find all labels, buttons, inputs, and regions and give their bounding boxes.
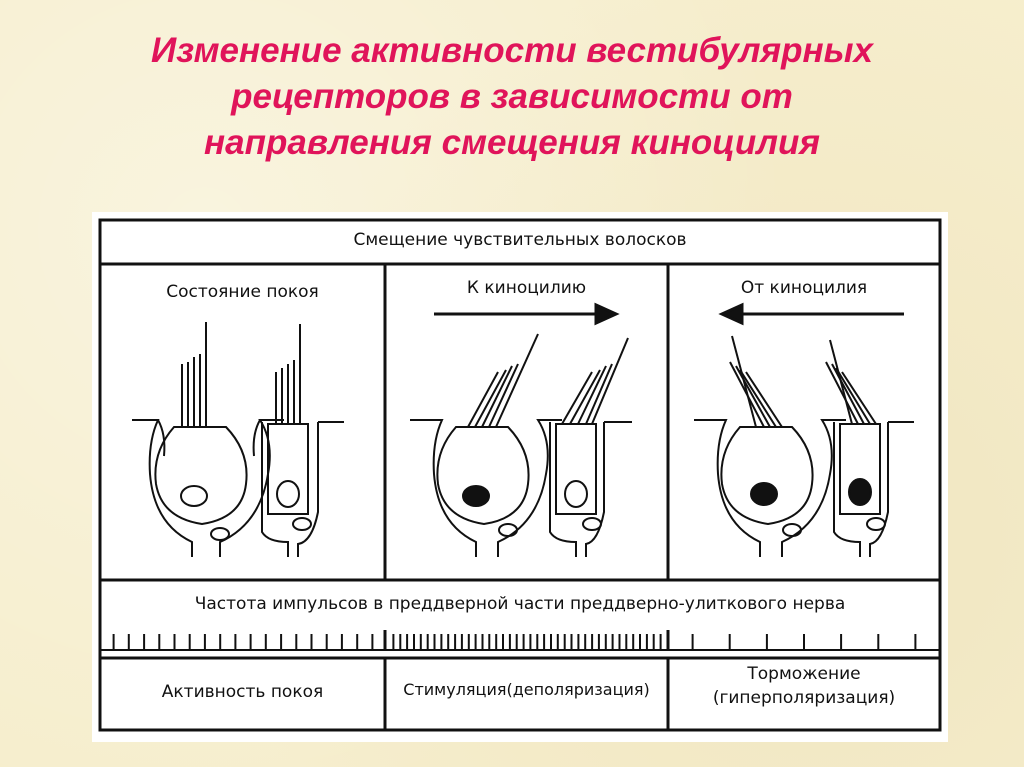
panel-label-resting: Состояние покоя [166,282,319,302]
spike-train [112,630,917,650]
arrow-right-icon [594,302,620,326]
title-line-2: рецепторов в зависимости от [231,77,793,116]
frequency-label: Частота импульсов в преддверной части пр… [194,594,846,614]
hair-cells-stimulated [410,333,632,557]
title-line-1: Изменение активности вестибулярных [151,31,873,70]
slide-title: Изменение активности вестибулярных рецеп… [60,28,964,166]
state-label-stimulation: Стимуляция(деполяризация) [403,680,650,699]
panel-label-away: От киноцилия [740,278,868,298]
state-label-inhibition-line2: (гиперполяризация) [712,688,896,708]
hair-cells-inhibited [694,335,914,557]
vestibular-receptor-diagram: Смещение чувствительных волосков Состоян… [92,212,948,742]
diagram-frame [98,218,942,732]
outer-border [98,218,942,732]
state-label-resting: Активность покоя [161,682,324,702]
state-label-inhibition-line1: Торможение [747,664,861,684]
panel-label-toward: К киноцилию [466,278,587,298]
header-label: Смещение чувствительных волосков [353,230,687,250]
title-line-3: направления смещения киноцилия [204,123,820,162]
arrow-left-icon [718,302,744,326]
hair-cells-resting [132,322,344,557]
